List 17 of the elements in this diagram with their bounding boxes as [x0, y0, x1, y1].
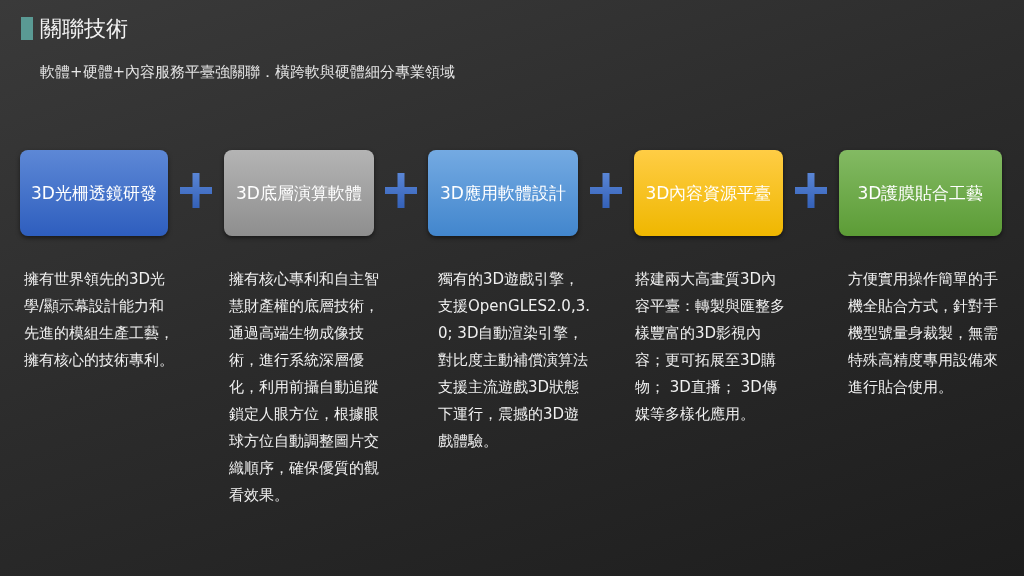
category-box	[224, 150, 374, 236]
box-label: 3D底層演算軟體	[236, 182, 362, 204]
category-box	[428, 150, 578, 236]
box-label: 3D應用軟體設計	[440, 182, 566, 204]
category-box	[634, 150, 783, 236]
description-text: 搭建兩大高畫質3D內容平臺：轉製與匯整多樣豐富的3D影視內容；更可拓展至3D購物； 3D直播； 3D傳媒等多樣化應用。	[635, 269, 786, 425]
description-text: 擁有核心專利和自主智慧財產權的底層技術，通過高端生物成像技術，進行系統深層優化，利用前攝自動追蹤鎖定人眼方位，根據眼球方位自動調整圖片交織順序，確保優質的觀看效果。	[229, 269, 380, 506]
description-text: 擁有世界領先的3D光學/顯示幕設計能力和先進的模組生產工藝，擁有核心的技術專利。	[24, 269, 175, 371]
box-label: 3D內容資源平臺	[645, 182, 772, 204]
subtitle-text: 軟體+硬體+內容服務平臺強關聯．橫跨軟與硬體細分專業領域	[40, 62, 456, 83]
description-text: 獨有的3D遊戲引擎，支援OpenGLES2.0,3.0; 3D自動渲染引擎，對比度主動補償演算法支援主流遊戲3D狀態下運行，震撼的3D遊戲體驗。	[438, 269, 590, 452]
description-text: 方便實用操作簡單的手機全貼合方式，針對手機型號量身裁製，無需特殊高精度專用設備來進行貼合使用。	[848, 269, 999, 398]
category-box	[839, 150, 1002, 236]
category-box	[20, 150, 168, 236]
box-label: 3D護膜貼合工藝	[857, 182, 984, 204]
box-label: 3D光柵透鏡研發	[31, 182, 157, 204]
slide-title: 關聯技術	[40, 15, 128, 43]
